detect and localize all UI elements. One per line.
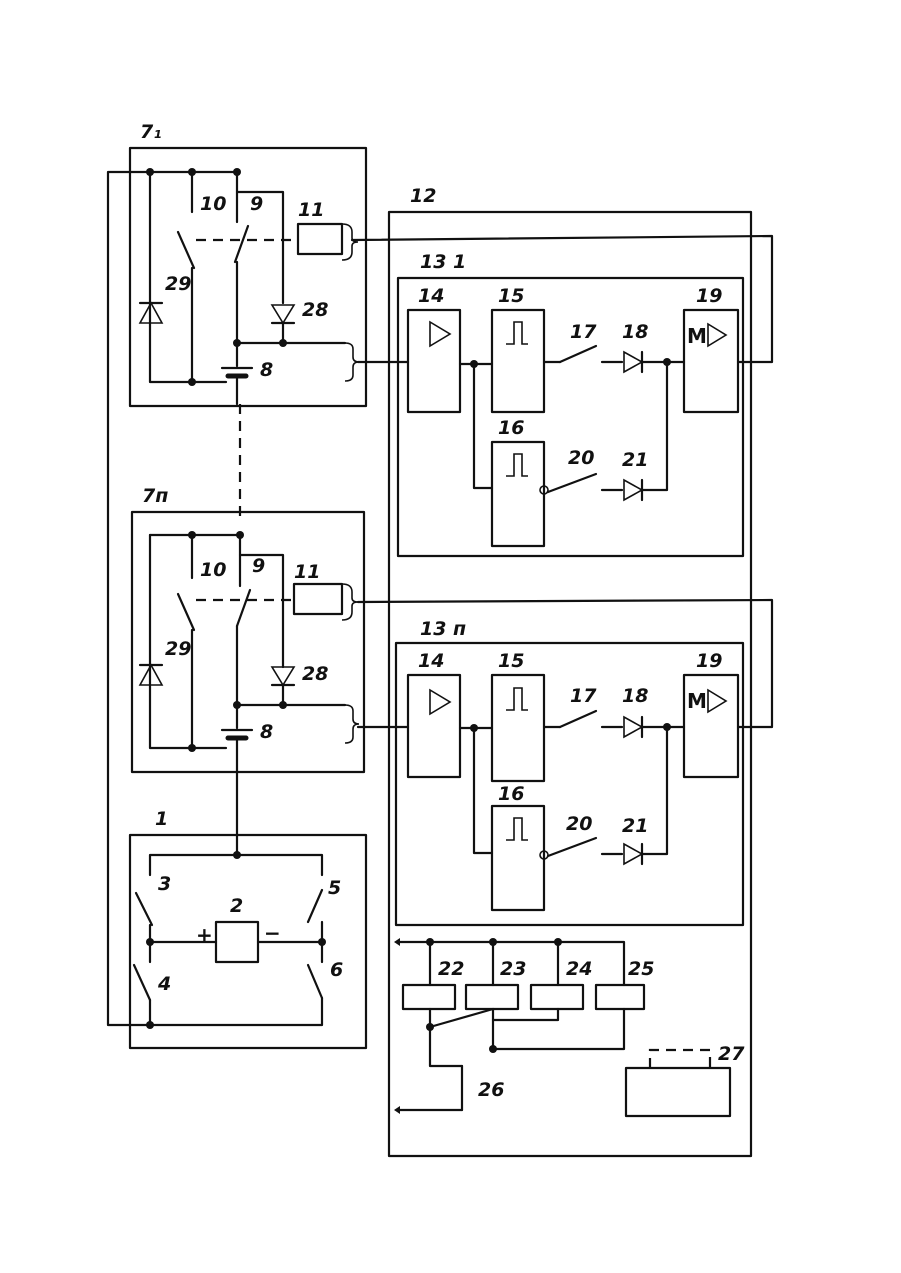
trigger-15-n [492, 675, 544, 781]
switch-9-blade [235, 226, 248, 262]
device-27 [626, 1068, 730, 1116]
plus-sign: + [196, 923, 213, 947]
channel-13-1-frame [398, 278, 743, 556]
switch-6 [308, 965, 322, 998]
relay-unit-7-n: 7п 10 9 29 28 8 [132, 485, 364, 852]
label-11-n: 11 [294, 561, 320, 583]
label-29-n: 29 [165, 638, 191, 660]
label-17: 17 [570, 321, 597, 343]
switch-20-n [548, 838, 596, 856]
control-unit-12-frame [389, 212, 751, 1156]
relay-24 [531, 985, 583, 1009]
label-28-n: 28 [302, 663, 328, 685]
diode-21-n [624, 844, 642, 864]
trigger-15 [492, 310, 544, 412]
block-19-n-letter: M [687, 689, 707, 713]
power-unit-1: 1 3 5 2 + − 4 6 [130, 808, 366, 1048]
channel-13-n: 13 п 14 15 16 17 18 20 21 [396, 618, 743, 925]
label-3: 3 [158, 873, 171, 895]
label-9-n: 9 [252, 555, 265, 577]
label-16: 16 [498, 417, 524, 439]
label-19-n: 19 [696, 650, 722, 672]
label-16-n: 16 [498, 783, 524, 805]
power-unit-1-label: 1 [155, 808, 168, 830]
label-22: 22 [438, 958, 464, 980]
label-2: 2 [230, 895, 243, 917]
label-6: 6 [330, 959, 343, 981]
relay-23 [466, 985, 518, 1009]
relay-unit-7-1-label: 7₁ [140, 121, 162, 143]
label-10-n: 10 [200, 559, 226, 581]
label-18: 18 [622, 321, 648, 343]
label-9: 9 [250, 193, 263, 215]
label-10: 10 [200, 193, 226, 215]
diode-28 [272, 305, 294, 323]
amplifier-14-n [408, 675, 460, 777]
label-8: 8 [260, 359, 273, 381]
label-5: 5 [328, 877, 341, 899]
label-15-n: 15 [498, 650, 524, 672]
label-18-n: 18 [622, 685, 648, 707]
block-19-letter: M [687, 324, 707, 348]
relay-22 [403, 985, 455, 1009]
label-20: 20 [568, 447, 594, 469]
label-21-n: 21 [622, 815, 648, 837]
relay-group: 22 23 24 25 26 27 [394, 938, 745, 1116]
label-4: 4 [157, 973, 171, 995]
label-19: 19 [696, 285, 722, 307]
switch-10-blade [178, 232, 194, 268]
label-27: 27 [718, 1043, 745, 1065]
label-25: 25 [628, 958, 654, 980]
source-2 [216, 922, 258, 962]
label-15: 15 [498, 285, 524, 307]
minus-sign: − [264, 921, 281, 945]
switch-3 [136, 893, 152, 925]
coil-11-brace [342, 224, 358, 260]
switch-4 [134, 965, 150, 1000]
relay-unit-7-n-label: 7п [142, 485, 168, 507]
label-28: 28 [302, 299, 328, 321]
switch-5 [308, 890, 322, 922]
label-14-n: 14 [418, 650, 444, 672]
trigger-16-symbol [506, 454, 528, 476]
channel-13-n-label: 13 п [420, 618, 466, 640]
label-17-n: 17 [570, 685, 597, 707]
trigger-16-n [492, 806, 544, 910]
switch-17 [560, 346, 596, 362]
label-29: 29 [165, 273, 191, 295]
trigger-15-symbol [506, 322, 528, 344]
label-14: 14 [418, 285, 444, 307]
label-8-n: 8 [260, 721, 273, 743]
trigger-16 [492, 442, 544, 546]
switch-20 [548, 474, 596, 492]
label-20-n: 20 [566, 813, 592, 835]
relay-coil-11 [298, 224, 342, 254]
diode-21 [624, 480, 642, 500]
relay-25 [596, 985, 644, 1009]
label-21: 21 [622, 449, 648, 471]
label-11: 11 [298, 199, 324, 221]
diode-28-n [272, 667, 294, 685]
channel-13-1: 13 1 14 15 16 17 18 20 21 [398, 251, 743, 556]
diode-18-n [624, 717, 642, 737]
label-23: 23 [500, 958, 526, 980]
control-unit-12-label: 12 [410, 185, 436, 207]
switch-17-n [560, 711, 596, 727]
label-26: 26 [478, 1079, 504, 1101]
label-24: 24 [566, 958, 592, 980]
relay-unit-7-1: 7₁ 10 9 29 28 [130, 121, 366, 406]
relay-coil-11-n [294, 584, 342, 614]
amplifier-14-symbol [430, 322, 450, 346]
channel-13-1-label: 13 1 [420, 251, 466, 273]
diode-18 [624, 352, 642, 372]
